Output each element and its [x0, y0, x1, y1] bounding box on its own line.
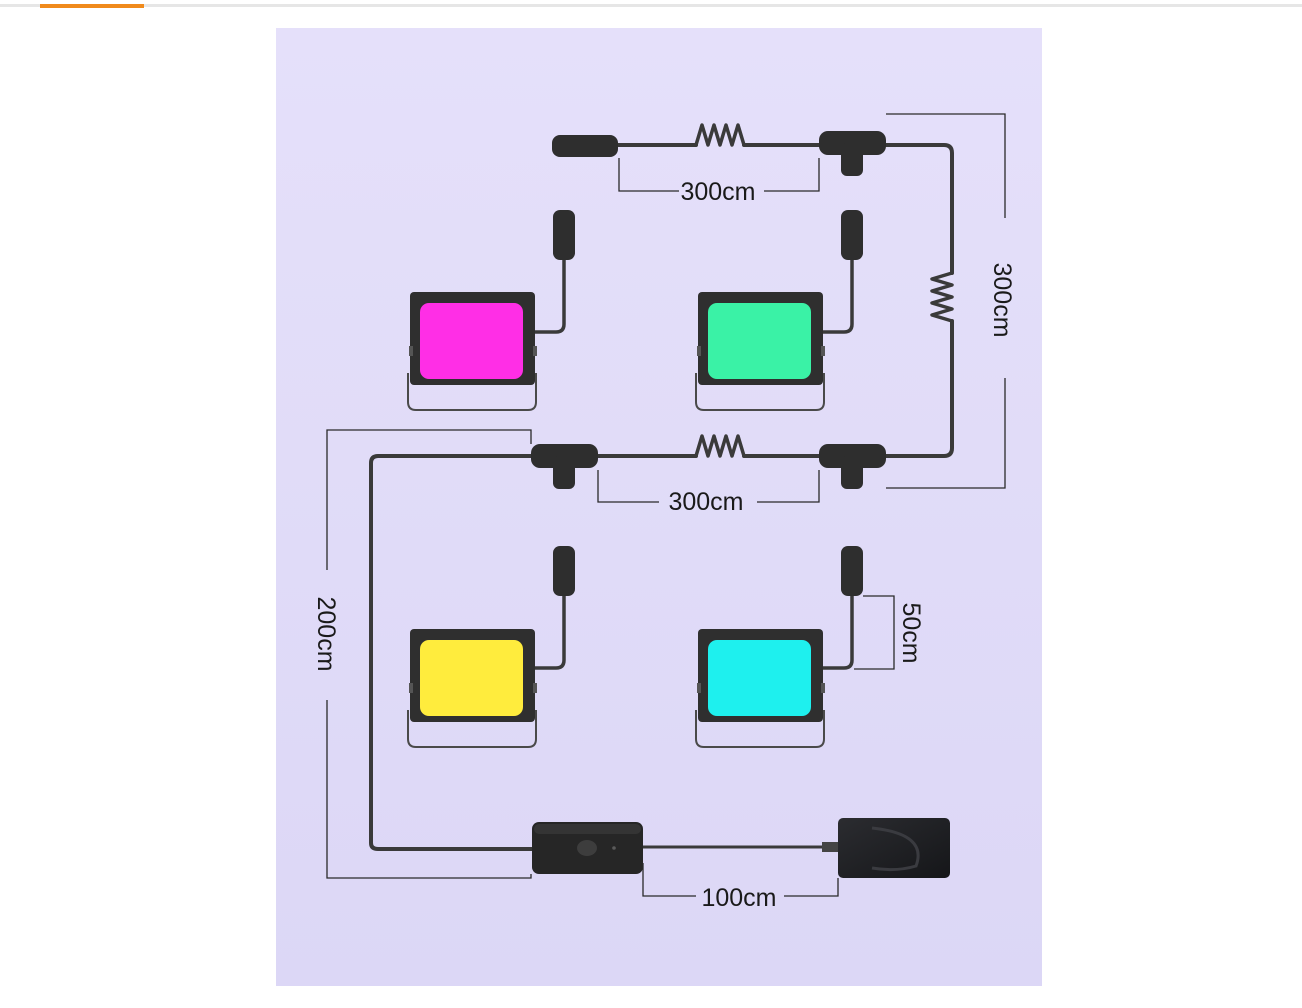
dim-label-lead: 50cm	[897, 602, 925, 663]
lead-light-2	[819, 254, 854, 334]
wiring-diagram: 300cm 300cm 300cm 200cm 50cm 100cm	[276, 28, 1042, 986]
flood-light-4	[695, 629, 825, 748]
dim-lead	[854, 595, 895, 670]
t-connector-icon	[531, 444, 598, 489]
t-connector-icon	[819, 131, 886, 176]
cable-right-lower	[882, 319, 954, 458]
dimension-lines	[326, 113, 1006, 897]
dim-label-right: 300cm	[988, 262, 1016, 337]
wiring-diagram-svg: 300cm 300cm 300cm 200cm 50cm 100cm	[276, 28, 1042, 986]
top-progress-indicator	[40, 4, 144, 8]
cable-right-upper	[882, 143, 954, 275]
light-lens-magenta	[420, 303, 523, 379]
dim-top-left	[618, 158, 679, 192]
cable-coil-right	[930, 271, 954, 323]
light-lens-yellow	[420, 640, 523, 716]
dim-label-middle: 300cm	[668, 488, 743, 516]
light-lens-cyan	[708, 640, 811, 716]
dim-label-bottom: 100cm	[701, 884, 776, 912]
cable-coil-middle	[694, 434, 746, 458]
dim-left-bottom	[326, 700, 532, 879]
plug-icon	[553, 546, 575, 596]
plug-icon	[841, 210, 863, 260]
dim-label-top: 300cm	[680, 178, 755, 206]
dim-middle-right	[757, 470, 820, 503]
dim-bottom-right	[784, 878, 839, 897]
plug-icon	[553, 210, 575, 260]
power-adapter-icon	[822, 818, 950, 878]
flood-light-1	[407, 292, 537, 411]
top-progress-track	[0, 4, 1302, 7]
plug-icon	[841, 546, 863, 596]
dim-label-left: 200cm	[312, 596, 340, 671]
flood-light-3	[407, 629, 537, 748]
dim-right-top	[886, 113, 1006, 218]
end-cap-icon	[552, 135, 618, 157]
t-connector-icon	[819, 444, 886, 489]
lead-light-1	[531, 254, 566, 334]
dim-bottom-left	[642, 863, 696, 897]
cable-coil-top	[694, 123, 746, 147]
lead-light-4	[819, 590, 854, 670]
dim-left-top	[326, 429, 532, 570]
flood-light-2	[695, 292, 825, 411]
dim-middle-left	[597, 470, 659, 503]
dim-right-bottom	[886, 378, 1006, 489]
lead-light-3	[531, 590, 566, 670]
light-lens-green	[708, 303, 811, 379]
controller-box-icon	[532, 822, 643, 874]
dim-top-right	[764, 158, 820, 192]
cables	[369, 123, 954, 851]
cable-left	[369, 454, 536, 851]
